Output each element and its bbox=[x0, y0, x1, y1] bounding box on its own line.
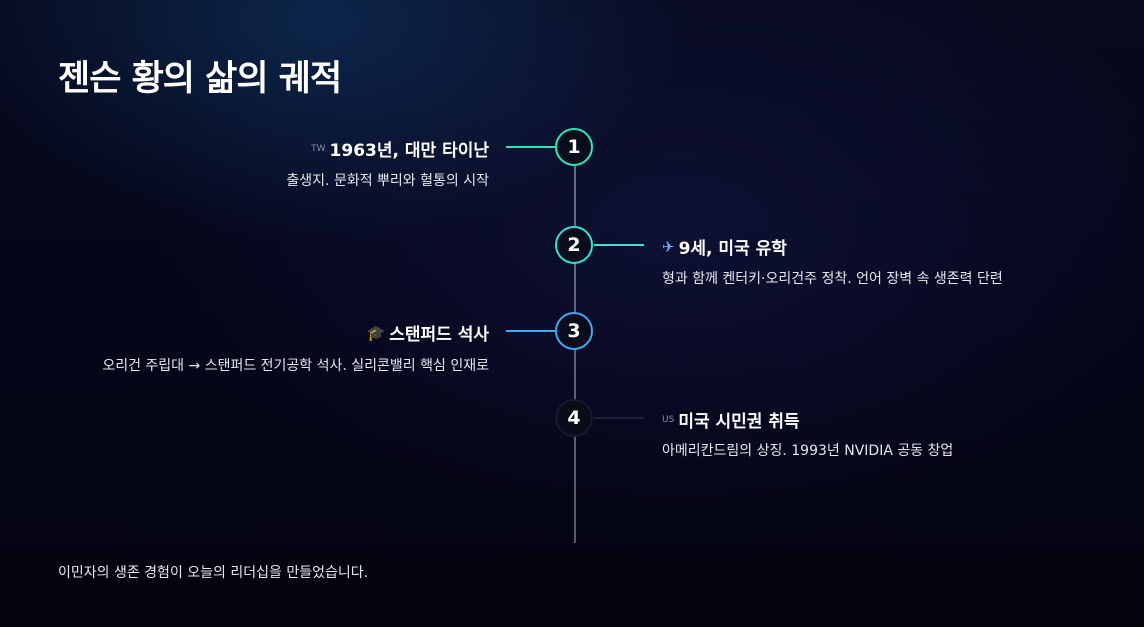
node-number: 1 bbox=[567, 136, 581, 158]
timeline-node-2: 2 bbox=[555, 226, 593, 264]
footer-caption: 이민자의 생존 경험이 오늘의 리더십을 만들었습니다. bbox=[58, 565, 369, 581]
event-1-title-row: TW 1963년, 대만 타이난 bbox=[311, 136, 489, 161]
event-2-title-row: ✈ 9세, 미국 유학 bbox=[662, 234, 787, 260]
graduation-cap-icon: 🎓 bbox=[366, 323, 386, 342]
event-2-description: 형과 함께 켄터키·오리건주 정착. 언어 장벽 속 생존력 단련 bbox=[662, 271, 1003, 287]
event-1-description: 출생지. 문화적 뿌리와 혈통의 시작 bbox=[286, 173, 489, 189]
page-title: 젠슨 황의 삶의 궤적 bbox=[58, 59, 342, 99]
connector-3 bbox=[506, 330, 558, 332]
event-3-description: 오리건 주립대 → 스탠퍼드 전기공학 석사. 실리콘밸리 핵심 인재로 bbox=[102, 358, 489, 374]
connector-2 bbox=[594, 244, 644, 246]
node-number: 4 bbox=[567, 407, 581, 429]
event-3-title-row: 🎓 스탠퍼드 석사 bbox=[366, 320, 489, 346]
node-number: 3 bbox=[567, 320, 581, 342]
timeline-node-3: 3 bbox=[555, 312, 593, 350]
event-4-description: 아메리칸드림의 상징. 1993년 NVIDIA 공동 창업 bbox=[662, 443, 954, 459]
connector-1 bbox=[506, 146, 558, 148]
event-title: 1963년, 대만 타이난 bbox=[329, 141, 489, 161]
us-flag-icon: US bbox=[662, 414, 675, 425]
timeline-node-4: 4 bbox=[555, 399, 593, 437]
node-number: 2 bbox=[567, 234, 581, 256]
event-4-title-row: US 미국 시민권 취득 bbox=[662, 407, 800, 432]
taiwan-flag-icon: TW bbox=[311, 143, 326, 154]
event-title: 미국 시민권 취득 bbox=[678, 412, 800, 432]
connector-4 bbox=[594, 417, 644, 419]
airplane-icon: ✈ bbox=[662, 237, 675, 256]
event-title: 9세, 미국 유학 bbox=[678, 239, 787, 259]
timeline-node-1: 1 bbox=[555, 128, 593, 166]
event-title: 스탠퍼드 석사 bbox=[389, 325, 489, 345]
